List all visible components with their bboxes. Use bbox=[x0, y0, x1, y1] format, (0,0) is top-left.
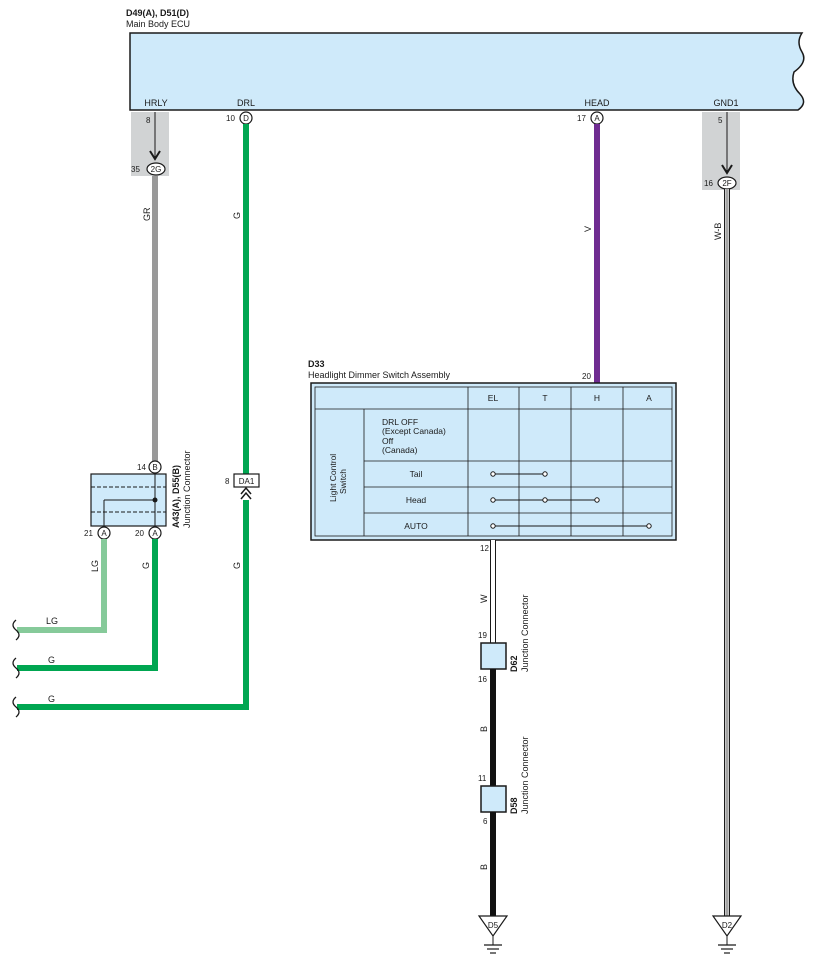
ecu-name: Main Body ECU bbox=[126, 19, 190, 29]
switch-name: Headlight Dimmer Switch Assembly bbox=[308, 370, 451, 380]
ecu-code: D49(A), D51(D) bbox=[126, 8, 189, 18]
wire-lg-label: LG bbox=[90, 560, 100, 572]
switch-row-canada: (Canada) bbox=[382, 445, 418, 455]
junction-a43-code: A43(A), D55(B) bbox=[171, 465, 181, 528]
wire-gr-label: GR bbox=[142, 207, 152, 221]
connector-da1-pin: 8 bbox=[225, 477, 230, 486]
junction-d58-name: Junction Connector bbox=[520, 736, 530, 814]
terminal-gnd1-label: GND1 bbox=[713, 98, 738, 108]
switch-row-except-canada: (Except Canada) bbox=[382, 426, 446, 436]
switch-side-label-2: Switch bbox=[338, 469, 348, 494]
ground-d5-symbol bbox=[477, 915, 509, 954]
switch-continuity-tail bbox=[490, 471, 548, 477]
connector-da1-id: DA1 bbox=[239, 477, 255, 486]
junction-d62-code: D62 bbox=[509, 655, 519, 672]
junction-a43-left-pin: 21 bbox=[84, 529, 93, 538]
drl-pin: 10 bbox=[226, 114, 235, 123]
switch-row-drl-off: DRL OFF bbox=[382, 417, 418, 427]
junction-d62-box bbox=[480, 642, 507, 670]
junction-a43-left-conn: A bbox=[101, 529, 107, 538]
switch-col-h: H bbox=[594, 393, 600, 403]
junction-a43-right-conn: A bbox=[152, 529, 158, 538]
junction-d62-name: Junction Connector bbox=[520, 594, 530, 672]
junction-d58-pin-in: 11 bbox=[478, 774, 487, 783]
junction-a43-top-circle bbox=[148, 460, 162, 474]
wire-head-label: V bbox=[583, 226, 593, 232]
terminal-drl-label: DRL bbox=[237, 98, 255, 108]
wire-drl-label: G bbox=[232, 212, 242, 219]
switch-col-t: T bbox=[542, 393, 547, 403]
wire-wb-label: W-B bbox=[713, 223, 723, 240]
wire-break-g-bottom bbox=[12, 696, 20, 718]
switch-pin-bottom: 12 bbox=[480, 544, 489, 553]
connector-da1 bbox=[233, 473, 260, 488]
junction-a43-top-pin: 14 bbox=[137, 463, 146, 472]
switch-col-a: A bbox=[646, 393, 652, 403]
junction-d58-pin-out: 6 bbox=[483, 817, 488, 826]
ground-d2-label: D2 bbox=[722, 921, 733, 930]
junction-a43-right-pin: 20 bbox=[135, 529, 144, 538]
switch-row-off: Off bbox=[382, 436, 394, 446]
switch-col-el: EL bbox=[488, 393, 499, 403]
gnd1-pin: 5 bbox=[718, 116, 723, 125]
junction-d62-pin-in: 19 bbox=[478, 631, 487, 640]
connector-2g-oval bbox=[146, 162, 166, 176]
connector-2f-id: 2F bbox=[722, 179, 731, 188]
connector-2g-pin: 35 bbox=[131, 165, 140, 174]
junction-d62-pin-out: 16 bbox=[478, 675, 487, 684]
ground-d2-symbol bbox=[711, 915, 743, 954]
hrly-pin: 8 bbox=[146, 116, 151, 125]
drl-connector-id: D bbox=[243, 114, 249, 123]
wire-g-junction-label: G bbox=[141, 562, 151, 569]
switch-code: D33 bbox=[308, 359, 325, 369]
switch-row-head: Head bbox=[406, 495, 427, 505]
switch-continuity-auto bbox=[490, 523, 652, 529]
connector-2f-arrow bbox=[721, 164, 733, 175]
switch-table bbox=[310, 382, 677, 541]
connector-2f-pin: 16 bbox=[704, 179, 713, 188]
connector-2g-arrow bbox=[149, 150, 161, 161]
wire-break-lg bbox=[12, 619, 20, 641]
head-pin: 17 bbox=[577, 114, 586, 123]
switch-row-tail: Tail bbox=[410, 469, 423, 479]
junction-a43-name: Junction Connector bbox=[182, 450, 192, 528]
wire-g-middle-label: G bbox=[48, 655, 55, 665]
junction-d58-box bbox=[480, 785, 507, 813]
switch-side-label-1: Light Control bbox=[328, 454, 338, 502]
junction-a43-splice bbox=[152, 497, 158, 503]
connector-2f-block bbox=[702, 112, 740, 190]
switch-table-inner bbox=[314, 386, 673, 537]
switch-pin-top: 20 bbox=[582, 372, 591, 381]
head-connector-id: A bbox=[594, 114, 600, 123]
wire-lg-h-label: LG bbox=[46, 616, 58, 626]
ecu-box bbox=[129, 32, 805, 111]
junction-a43-top-conn: B bbox=[152, 463, 157, 472]
ground-d5-label: D5 bbox=[488, 921, 499, 930]
wire-b2-label: B bbox=[479, 864, 489, 870]
wire-break-g-middle bbox=[12, 657, 20, 679]
switch-continuity-head bbox=[490, 497, 600, 503]
wire-b1-label: B bbox=[479, 726, 489, 732]
connector-2g-id: 2G bbox=[151, 165, 162, 174]
connector-da1-chevron bbox=[240, 486, 252, 500]
switch-row-auto: AUTO bbox=[404, 521, 428, 531]
wire-da1-label: G bbox=[232, 562, 242, 569]
junction-d58-code: D58 bbox=[509, 797, 519, 814]
wire-g-bottom-label: G bbox=[48, 694, 55, 704]
wire-w-label: W bbox=[479, 594, 489, 603]
terminal-head-label: HEAD bbox=[584, 98, 610, 108]
terminal-hrly-label: HRLY bbox=[144, 98, 167, 108]
